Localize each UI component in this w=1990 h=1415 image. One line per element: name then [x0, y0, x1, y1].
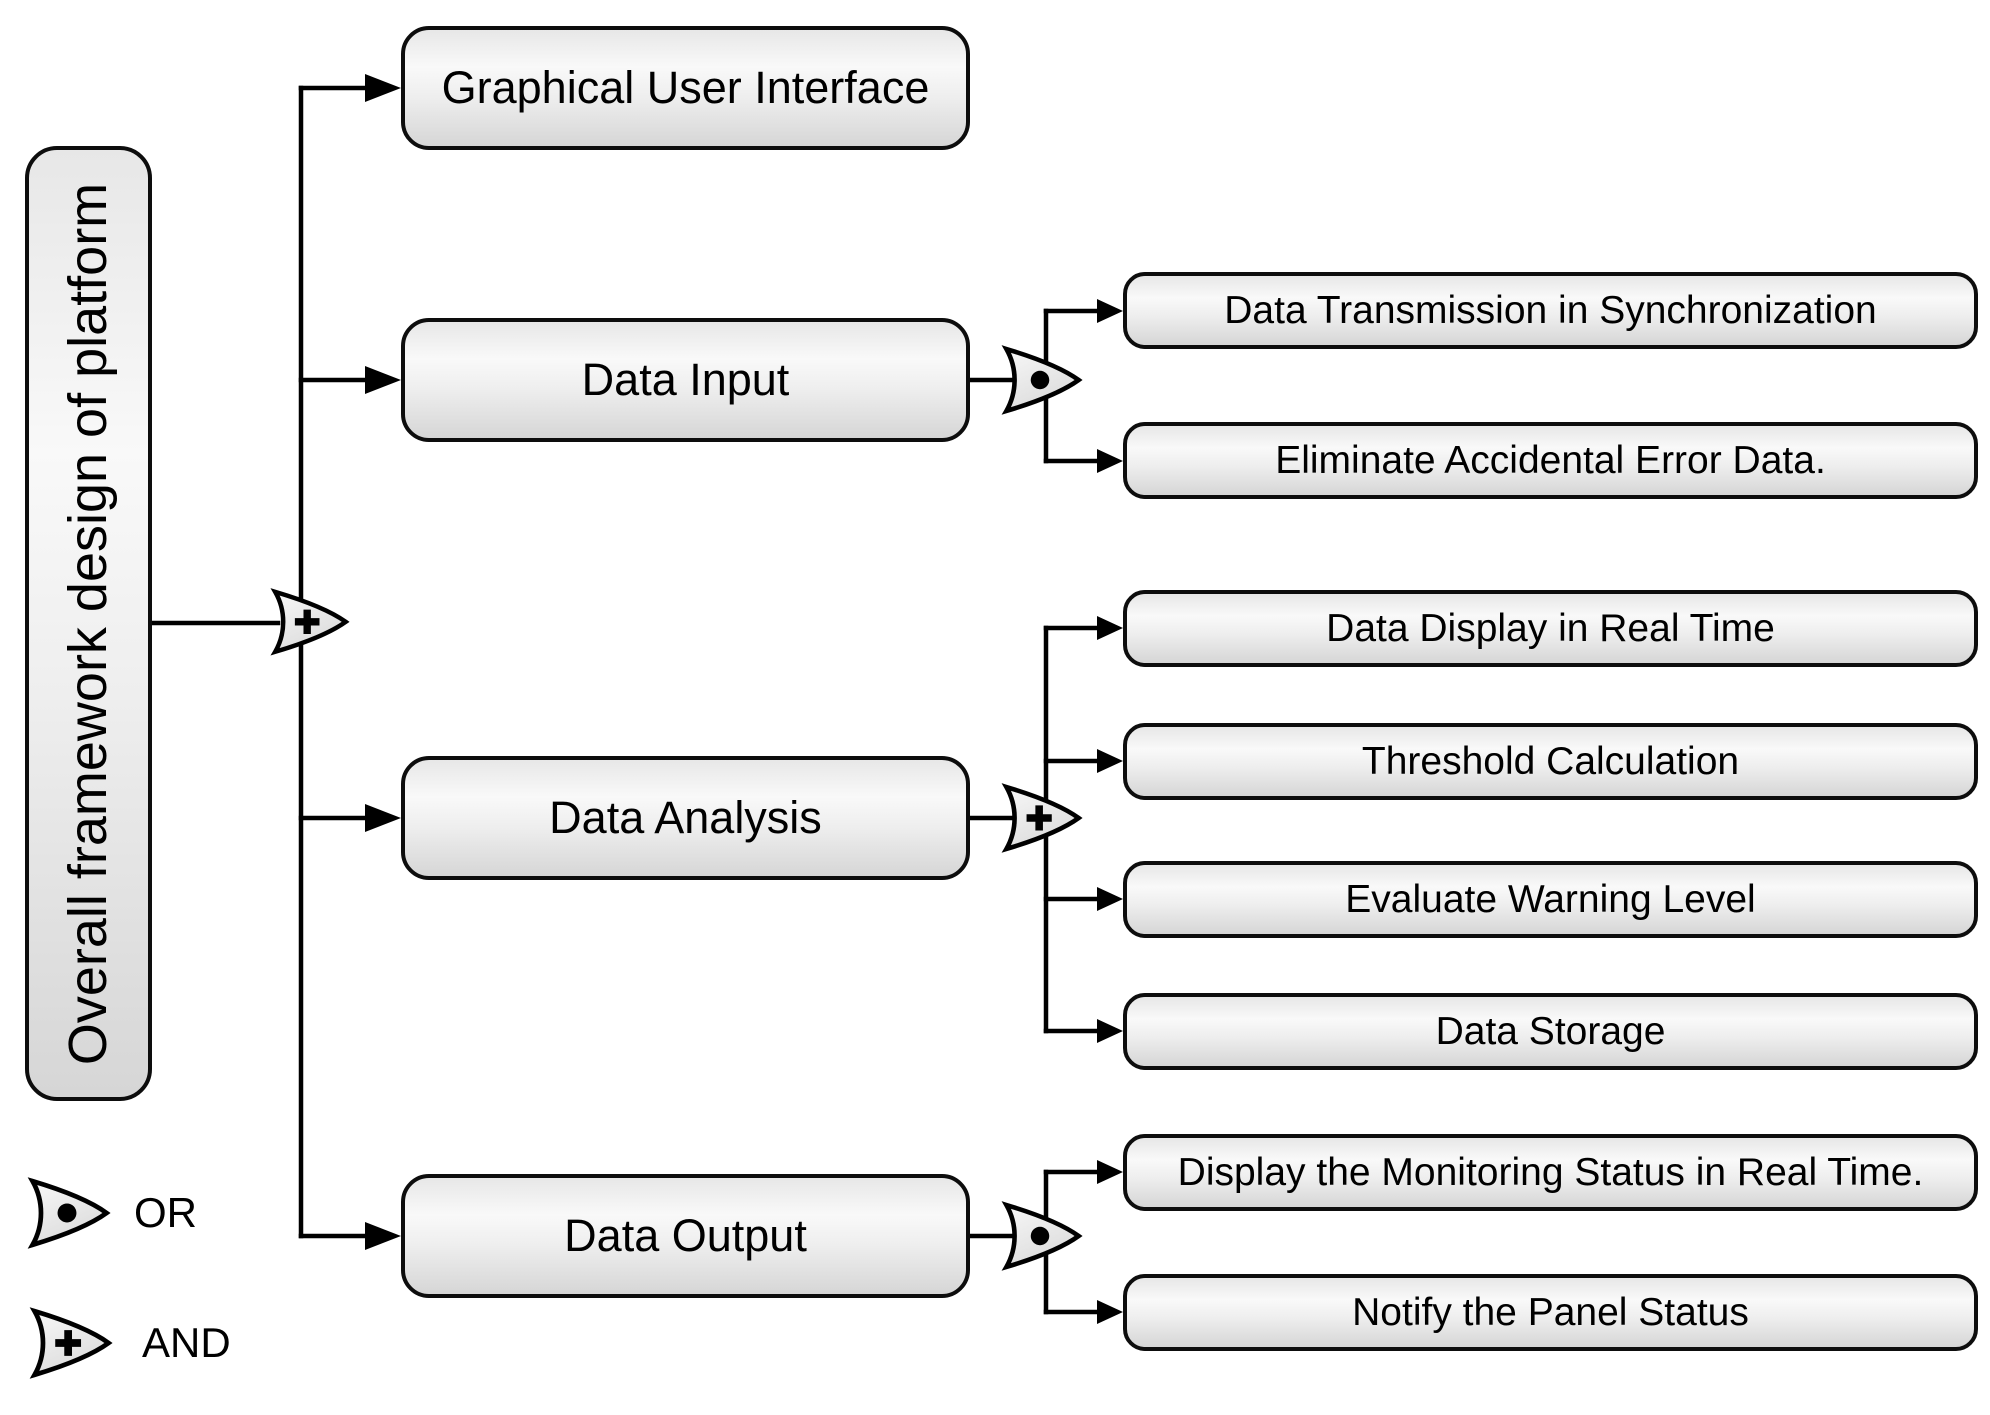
sub-box-data-display-real-time: Data Display in Real Time [1123, 590, 1978, 667]
sub-box-label: Notify the Panel Status [1352, 1290, 1749, 1334]
sub-box-label: Eliminate Accidental Error Data. [1275, 438, 1826, 482]
main-box-label: Data Output [564, 1210, 807, 1261]
main-box-label: Data Input [581, 354, 790, 405]
sub-box-data-transmission: Data Transmission in Synchronization [1123, 272, 1978, 349]
sub-box-label: Evaluate Warning Level [1345, 877, 1756, 921]
main-box-data-analysis: Data Analysis [401, 756, 970, 880]
main-box-label: Graphical User Interface [441, 62, 930, 113]
sub-box-threshold-calculation: Threshold Calculation [1123, 723, 1978, 800]
sub-box-label: Display the Monitoring Status in Real Ti… [1177, 1150, 1924, 1194]
and-gate-main [270, 588, 350, 656]
sub-box-label: Data Display in Real Time [1326, 606, 1775, 650]
sub-box-display-monitoring-status: Display the Monitoring Status in Real Ti… [1123, 1134, 1978, 1211]
legend-and-label: AND [142, 1313, 231, 1373]
sub-box-label: Data Transmission in Synchronization [1224, 288, 1877, 332]
trunk-lines-level1 [149, 85, 370, 1239]
main-box-graphical-user-interface: Graphical User Interface [401, 26, 970, 150]
root-box: Overall framework design of platform [25, 146, 152, 1101]
legend-or-gate-icon [27, 1177, 111, 1249]
arrowheads-level2 [1097, 299, 1123, 1324]
and-gate-data-analysis [1001, 783, 1083, 853]
or-gate-data-input [1001, 345, 1083, 415]
main-box-data-input: Data Input [401, 318, 970, 442]
trunk-lines-level2 [967, 308, 1102, 1315]
sub-box-label: Threshold Calculation [1361, 739, 1740, 783]
sub-box-evaluate-warning-level: Evaluate Warning Level [1123, 861, 1978, 938]
sub-box-eliminate-error-data: Eliminate Accidental Error Data. [1123, 422, 1978, 499]
or-gate-data-output [1001, 1201, 1083, 1271]
arrowheads-level1 [365, 74, 401, 1250]
sub-box-notify-panel-status: Notify the Panel Status [1123, 1274, 1978, 1351]
legend-and-text: AND [142, 1319, 231, 1366]
legend-or-text: OR [134, 1189, 197, 1236]
legend-or-label: OR [134, 1183, 197, 1243]
sub-box-data-storage: Data Storage [1123, 993, 1978, 1070]
sub-box-label: Data Storage [1435, 1009, 1666, 1053]
main-box-label: Data Analysis [549, 792, 822, 843]
root-box-label: Overall framework design of platform [58, 182, 119, 1065]
legend-and-gate-icon [29, 1307, 113, 1379]
main-box-data-output: Data Output [401, 1174, 970, 1298]
